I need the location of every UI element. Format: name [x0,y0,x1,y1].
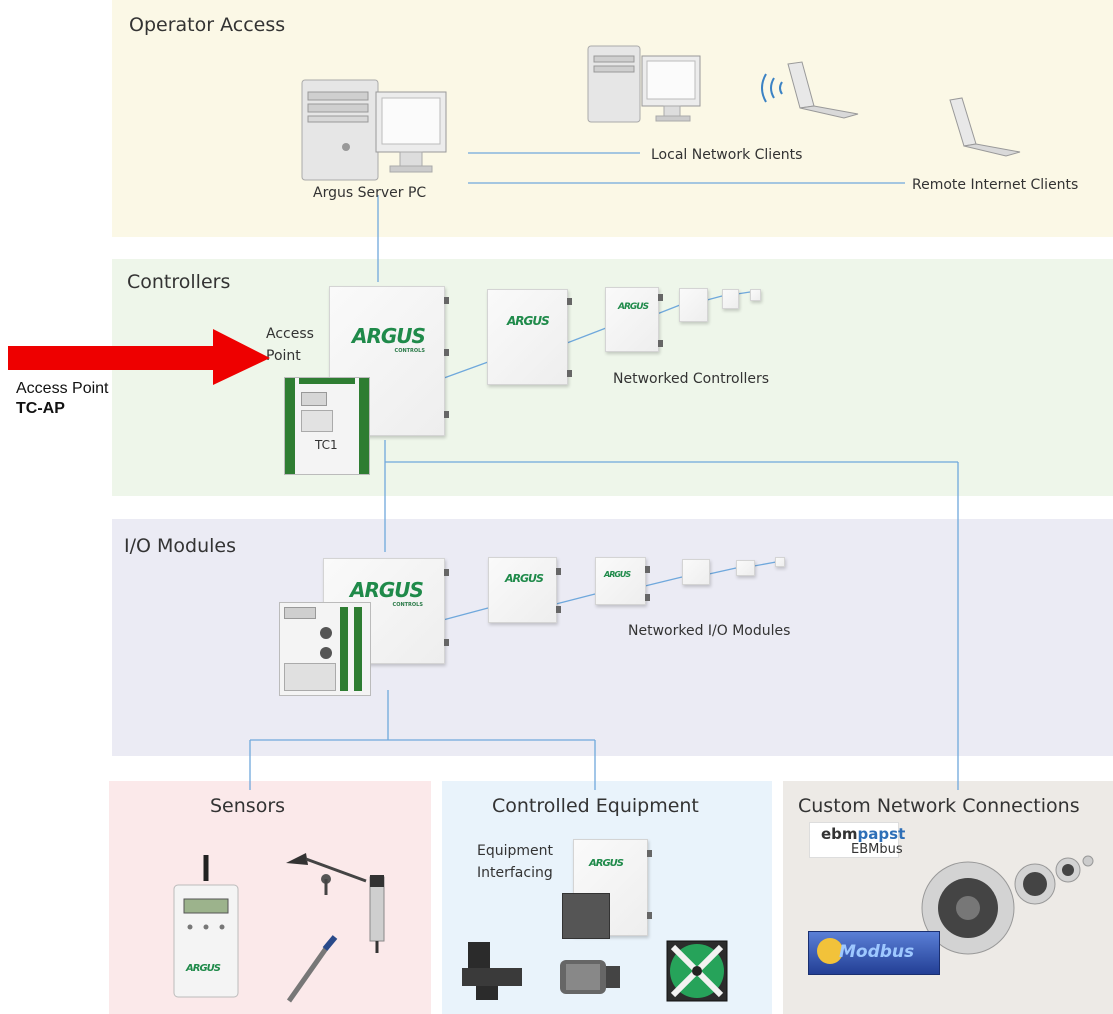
modbus-wordmark: Modbus [839,942,915,962]
tc1-label: TC1 [315,438,338,452]
ebmpapst-logo-text: ebmpapst [821,825,905,843]
argus-logo: ARGUS [186,963,221,974]
access-point-label: Access Point [266,323,314,367]
networked-controller-4 [722,289,739,309]
networked-controller-3 [679,288,708,322]
argus-server-pc-icon [301,79,447,181]
motor-icon [560,960,620,994]
access-point-label-line2: Point [266,348,301,364]
equipment-interfacing-line2: Interfacing [477,865,553,881]
networked-io-4 [736,560,755,576]
controlled-equipment-title: Controlled Equipment [492,795,699,817]
modbus-logo: Modbus [808,931,940,975]
callout-tc-ap-label: TC-AP [16,400,65,417]
wireless-laptop-icon [761,61,859,119]
remote-clients-label: Remote Internet Clients [912,177,1079,193]
fan-impeller-icon [921,855,1094,955]
anemometer-icon [286,853,385,953]
probe-sensor-icon [286,935,338,1003]
argus-logo: ARGUS [604,570,631,579]
callout-access-point-label: Access Point [16,380,109,397]
argus-logo: ARGUS [618,302,649,312]
sensors-title: Sensors [210,795,286,817]
networked-controller-5 [750,289,761,301]
custom-network-title: Custom Network Connections [798,795,1080,817]
argus-logo: ARGUS [505,572,544,585]
solenoid-valve-icon [462,942,522,1000]
argus-logo: ARGUS [589,858,624,869]
networked-controllers-label: Networked Controllers [613,371,770,387]
networked-io-5 [775,557,785,567]
networked-controller-1 [487,289,572,385]
networked-io-1 [488,557,561,623]
io-circuit-board [279,602,371,696]
networked-controller-2 [605,287,663,352]
equipment-interfacing-line1: Equipment [477,843,553,859]
papst-wordmark: papst [857,825,906,843]
remote-laptop-icon [949,97,1021,157]
access-point-label-line1: Access [266,326,314,342]
red-arrow-icon [8,329,270,385]
networked-io-2 [595,557,650,605]
networked-io-3 [682,559,710,585]
ebmbus-label: EBMbus [851,842,903,857]
equipment-interfacing-label: Equipment Interfacing [477,840,553,884]
ebm-wordmark: ebm [821,825,858,843]
operator-access-title: Operator Access [129,14,286,36]
io-modules-title: I/O Modules [124,535,236,557]
controllers-title: Controllers [127,271,231,293]
equipment-relay-board [562,893,610,939]
sensor-display-unit-icon [173,855,239,998]
local-clients-label: Local Network Clients [651,147,803,163]
exhaust-fan-icon [666,940,728,1002]
networked-io-label: Networked I/O Modules [628,623,791,639]
argus-logo: ARGUS [507,314,550,328]
tc1-circuit-board: TC1 [284,377,370,475]
modbus-gear-icon [817,938,843,964]
local-client-pc-icon [587,45,701,123]
ebmpapst-logo [809,822,899,858]
argus-server-label: Argus Server PC [313,185,427,201]
